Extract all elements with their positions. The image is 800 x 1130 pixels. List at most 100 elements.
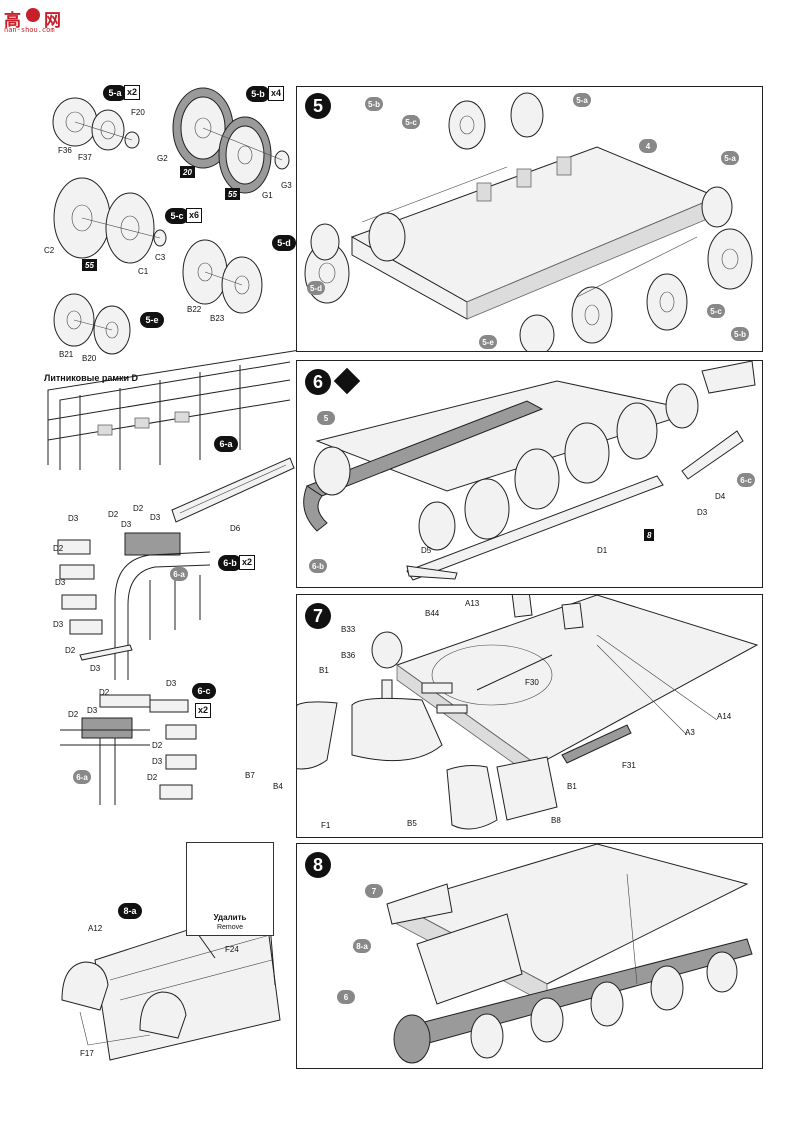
callout-5d: 5-d [307, 281, 325, 295]
wheel-5a-drawing [52, 97, 140, 151]
callout-5e: 5-e [479, 335, 497, 349]
step-6-panel: 6 5 6-b 6-c D4 D3 D1 D5 8 [296, 360, 763, 588]
part-label-b1-a: B1 [319, 666, 329, 675]
callout-6a-small: 6-a [170, 567, 188, 581]
wheel-5e-drawing [53, 293, 131, 355]
part-label-f31: F31 [622, 761, 636, 770]
callout-5c-top: 5-c [402, 115, 420, 129]
callout-6c: 6-c [737, 473, 755, 487]
part-label-g1: G1 [262, 191, 273, 200]
part-label-b5: B5 [407, 819, 417, 828]
logo-name: 网 [44, 11, 62, 31]
part-label-f30: F30 [525, 678, 539, 687]
part-label-d3-a: D3 [68, 514, 79, 523]
part-label-f20: F20 [131, 108, 145, 117]
step-5-drawing [304, 92, 753, 351]
step-8-panel: 8 7 8-a 6 [296, 843, 763, 1069]
paint-code-55-g1: 55 [225, 188, 240, 200]
part-label-b20: B20 [82, 354, 97, 363]
part-label-d3-f: D3 [90, 664, 101, 673]
substep-5c-badge: 5-c [165, 208, 189, 224]
part-label-d3-c: D3 [150, 513, 161, 522]
substep-6a-badge: 6-a [214, 436, 238, 452]
sprue-d-drawing [47, 349, 301, 470]
part-label-c3: C3 [155, 253, 166, 262]
part-label-d5: D5 [421, 546, 432, 555]
step-6-drawing [303, 361, 756, 581]
part-label-b7: B7 [245, 771, 255, 780]
substep-8a-badge: 8-a [118, 903, 142, 919]
callout-5c-right: 5-c [707, 304, 725, 318]
callout-6-step8: 6 [337, 990, 355, 1004]
part-label-c1: C1 [138, 267, 149, 276]
track-d6-drawing [171, 457, 295, 523]
callout-5b-top: 5-b [365, 97, 383, 111]
part-label-d2-c: D2 [53, 544, 64, 553]
part-label-f17: F17 [80, 1049, 94, 1058]
callout-6b: 6-b [309, 559, 327, 573]
part-label-b22: B22 [187, 305, 202, 314]
part-label-f37: F37 [78, 153, 92, 162]
step-7-number: 7 [305, 603, 331, 629]
substep-5a-badge: 5-a [103, 85, 127, 101]
callout-5-step6: 5 [317, 411, 335, 425]
part-label-g2: G2 [157, 154, 168, 163]
sprue-6b-drawing [57, 532, 211, 680]
part-label-a14: A14 [717, 712, 732, 721]
callout-5b-right: 5-b [731, 327, 749, 341]
part-label-d2-a: D2 [108, 510, 119, 519]
paint-code-20: 20 [180, 166, 195, 178]
substep-5c-multiplier: x6 [186, 208, 203, 223]
callout-7: 7 [365, 884, 383, 898]
part-label-d2-b: D2 [133, 504, 144, 513]
paint-code-8: 8 [644, 529, 655, 541]
part-label-d3-e: D3 [53, 620, 64, 629]
remove-label-ru: Удалить [213, 913, 247, 922]
callout-4: 4 [639, 139, 657, 153]
plate-8a-drawing [61, 904, 281, 1061]
logo-url: nan-shou.com [4, 26, 55, 34]
step-7-drawing [297, 595, 759, 830]
substep-5e-badge: 5-e [140, 312, 164, 328]
step-8-number: 8 [305, 852, 331, 878]
wheel-5b-drawing [172, 87, 290, 194]
site-logo: 高 网 nan-shou.com [4, 6, 74, 36]
sprue-6c-drawing [60, 694, 197, 805]
part-label-f36: F36 [58, 146, 72, 155]
part-label-f24: F24 [225, 945, 239, 954]
part-label-d2-h: D2 [147, 773, 158, 782]
part-label-a12: A12 [88, 924, 103, 933]
part-label-d3-d: D3 [55, 578, 66, 587]
substep-6c-badge: 6-c [192, 683, 216, 699]
part-label-g3: G3 [281, 181, 292, 190]
part-label-b23: B23 [210, 314, 225, 323]
part-label-d3-step6: D3 [697, 508, 708, 517]
part-label-d4: D4 [715, 492, 726, 501]
part-label-d2-f: D2 [68, 710, 79, 719]
sprue-frames-title: Литниковые рамки D [44, 373, 139, 383]
logo-glyph: 高 [4, 11, 22, 31]
part-label-b36: B36 [341, 651, 356, 660]
part-label-d3-i: D3 [152, 757, 163, 766]
substep-5b-badge: 5-b [246, 86, 270, 102]
part-label-d1: D1 [597, 546, 608, 555]
part-label-a3: A3 [685, 728, 695, 737]
substep-6c-multiplier: x2 [195, 703, 212, 718]
substep-5a-multiplier: x2 [124, 85, 141, 100]
remove-inset: Удалить Remove [186, 842, 274, 936]
step-5-panel: 5 5-b 5-a 5-c 4 5-a 5-d 5-c 5-b 5-e [296, 86, 763, 352]
part-label-d3-b: D3 [121, 520, 132, 529]
substep-6b-badge: 6-b [218, 555, 242, 571]
part-label-d2-d: D2 [65, 646, 76, 655]
paint-code-55-c: 55 [82, 259, 97, 271]
wheel-5c-drawing [53, 177, 167, 264]
part-label-a13: A13 [465, 599, 480, 608]
part-label-b44: B44 [425, 609, 440, 618]
logo-mark-icon [26, 8, 40, 22]
part-label-d2-e: D2 [99, 688, 110, 697]
step-8-drawing [386, 844, 753, 1064]
part-label-d3-h: D3 [87, 706, 98, 715]
substep-6b-multiplier: x2 [239, 555, 256, 570]
part-label-b1-b: B1 [567, 782, 577, 791]
step-6-number: 6 [305, 369, 331, 395]
